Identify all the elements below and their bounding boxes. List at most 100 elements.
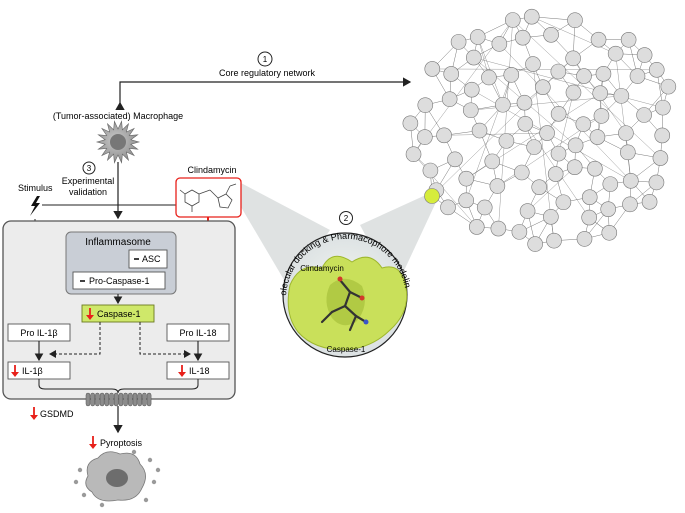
- network-node: [498, 133, 515, 149]
- network-node: [623, 173, 639, 189]
- network-node: [576, 68, 592, 84]
- pore-subunit: [85, 392, 91, 407]
- network-node: [581, 209, 597, 226]
- network-node: [607, 45, 624, 62]
- network-edge: [527, 167, 575, 212]
- network-edge: [512, 19, 661, 159]
- docking-protein-label: Caspase-1: [327, 345, 366, 354]
- asc-box: [128, 249, 168, 269]
- pore-subunit: [118, 392, 124, 407]
- network-node: [484, 153, 501, 170]
- network-node: [531, 179, 548, 195]
- il18-label: IL-18: [189, 366, 210, 376]
- network-edge: [473, 57, 663, 108]
- network-node: [576, 231, 593, 247]
- network-node: [514, 29, 531, 46]
- network-node: [589, 129, 606, 145]
- network-node: [436, 127, 452, 144]
- beam-node-to-docking: [360, 194, 437, 290]
- pore-subunit: [90, 392, 95, 407]
- network-node: [550, 63, 567, 80]
- pore-subunit: [146, 392, 152, 407]
- network-node: [581, 189, 598, 205]
- network-node: [526, 139, 542, 155]
- pro-caspase-box: [72, 271, 166, 290]
- lightning-icon: [30, 196, 40, 216]
- drug-label: Clindamycin: [187, 165, 236, 175]
- inflammasome-label: Inflammasome: [85, 237, 151, 248]
- pore-subunit: [128, 392, 133, 407]
- core-network: [402, 8, 677, 252]
- macrophage-cell-icon: [95, 120, 141, 164]
- macrophage-nucleus: [110, 134, 126, 150]
- network-node: [465, 49, 482, 66]
- network-node: [652, 150, 669, 166]
- network-node: [565, 50, 581, 67]
- network-edge: [531, 16, 616, 54]
- pore-subunit: [104, 392, 110, 407]
- network-node: [622, 196, 638, 213]
- network-node: [441, 91, 458, 107]
- cell-debris: [73, 479, 79, 485]
- network-node: [468, 219, 485, 235]
- cell-debris: [147, 457, 153, 463]
- network-edge: [615, 53, 631, 181]
- network-node: [489, 178, 506, 194]
- network-node: [539, 125, 555, 141]
- network-node: [636, 47, 653, 63]
- pore-subunit: [99, 392, 105, 407]
- network-node: [503, 67, 520, 83]
- network-node: [447, 151, 463, 168]
- pyroptosis-label: Pyroptosis: [100, 438, 143, 448]
- network-node: [550, 106, 567, 122]
- gsdmd-down-arrow-icon: [30, 407, 38, 420]
- network-node: [513, 164, 530, 181]
- network-node: [567, 12, 583, 29]
- network-node: [565, 84, 582, 101]
- macrophage-label: (Tumor-associated) Macrophage: [53, 111, 183, 121]
- network-node: [613, 88, 630, 104]
- drug-structure-box: [175, 177, 242, 218]
- ligand-molecule-icon: [320, 278, 368, 332]
- cell-debris: [77, 467, 83, 473]
- caspase-box: [81, 304, 155, 323]
- network-node: [575, 116, 592, 132]
- network-node: [517, 116, 534, 132]
- network-node: [593, 108, 610, 124]
- caspase-to-il1b-dashed: [49, 322, 101, 358]
- network-node-caspase1: [424, 188, 440, 204]
- network-node: [525, 56, 541, 72]
- network-node: [546, 232, 562, 249]
- gsdmd-label: GSDMD: [40, 409, 74, 419]
- network-node: [463, 81, 480, 98]
- step2-badge: 2: [339, 211, 353, 225]
- step3-badge: 3: [82, 161, 96, 175]
- il1b-down-arrow-icon: [11, 365, 19, 377]
- network-edge: [597, 73, 604, 138]
- ligand-oxygen: [359, 295, 365, 301]
- network-node: [592, 85, 608, 101]
- cell-debris: [143, 497, 149, 503]
- docking-view: Clindamycin Caspase-1: [282, 232, 408, 358]
- cytokine-brace: [38, 379, 199, 394]
- network-node: [443, 66, 460, 82]
- caspase-label: Caspase-1: [97, 309, 141, 319]
- network-node: [422, 162, 439, 179]
- network-node: [417, 129, 433, 145]
- pyroptosis-down-arrow-icon: [89, 436, 97, 449]
- cell-debris: [81, 492, 87, 498]
- network-node: [602, 176, 619, 192]
- network-node: [402, 115, 419, 132]
- network-node: [595, 66, 612, 82]
- step2-number: 2: [344, 214, 349, 223]
- network-node: [601, 224, 618, 241]
- docking-ligand-label: Clindamycin: [300, 264, 344, 273]
- pore-subunit: [95, 392, 100, 407]
- network-node: [535, 79, 551, 95]
- drug-molecule-icon: [179, 183, 237, 212]
- asc-label: ASC: [142, 254, 161, 264]
- network-node: [511, 224, 528, 240]
- pore-subunit: [109, 392, 114, 407]
- step1-number: 1: [263, 55, 268, 64]
- network-node: [648, 174, 665, 191]
